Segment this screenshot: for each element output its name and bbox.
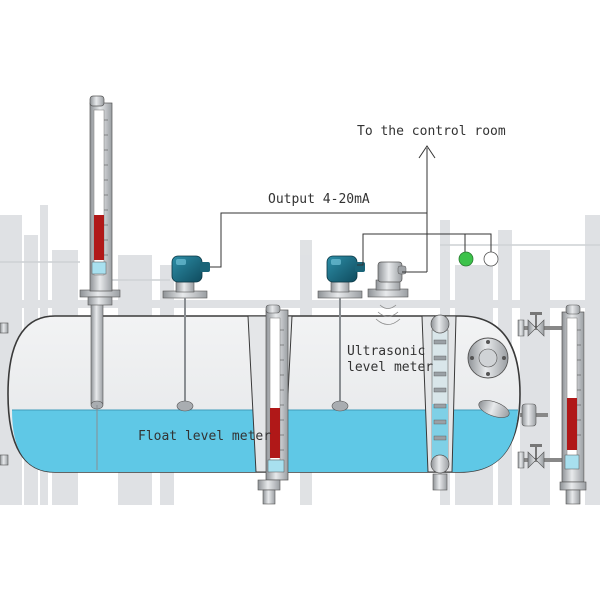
ultrasonic-sensor-icon [377,261,407,283]
green-lamp-icon [458,251,474,267]
ultrasonic-label-line1: Ultrasonic [347,344,426,359]
control-room-label: To the control room [357,124,506,139]
output-signal-label: Output 4-20mA [268,192,370,207]
ultrasonic-label-line2: level meter [347,360,434,375]
transmitter-head-icon [171,255,210,283]
internal-float [478,400,510,418]
middle-magnetic-level-gauge [247,304,293,505]
transmitter-head-icon [326,255,365,283]
ultrasonic-sensor [367,261,409,325]
float-transmitter-1 [162,255,210,412]
signal-wiring [210,148,492,273]
manhole-flange [467,337,509,379]
arrow-up-icon [418,145,436,159]
sight-glass-gauge [421,314,457,491]
tall-magnetic-level-gauge [79,95,121,470]
float-transmitter-2 [317,255,365,412]
right-magnetic-level-gauge [559,304,587,505]
white-lamp-icon [483,251,499,267]
float-level-meter-label: Float level meter [138,429,272,444]
